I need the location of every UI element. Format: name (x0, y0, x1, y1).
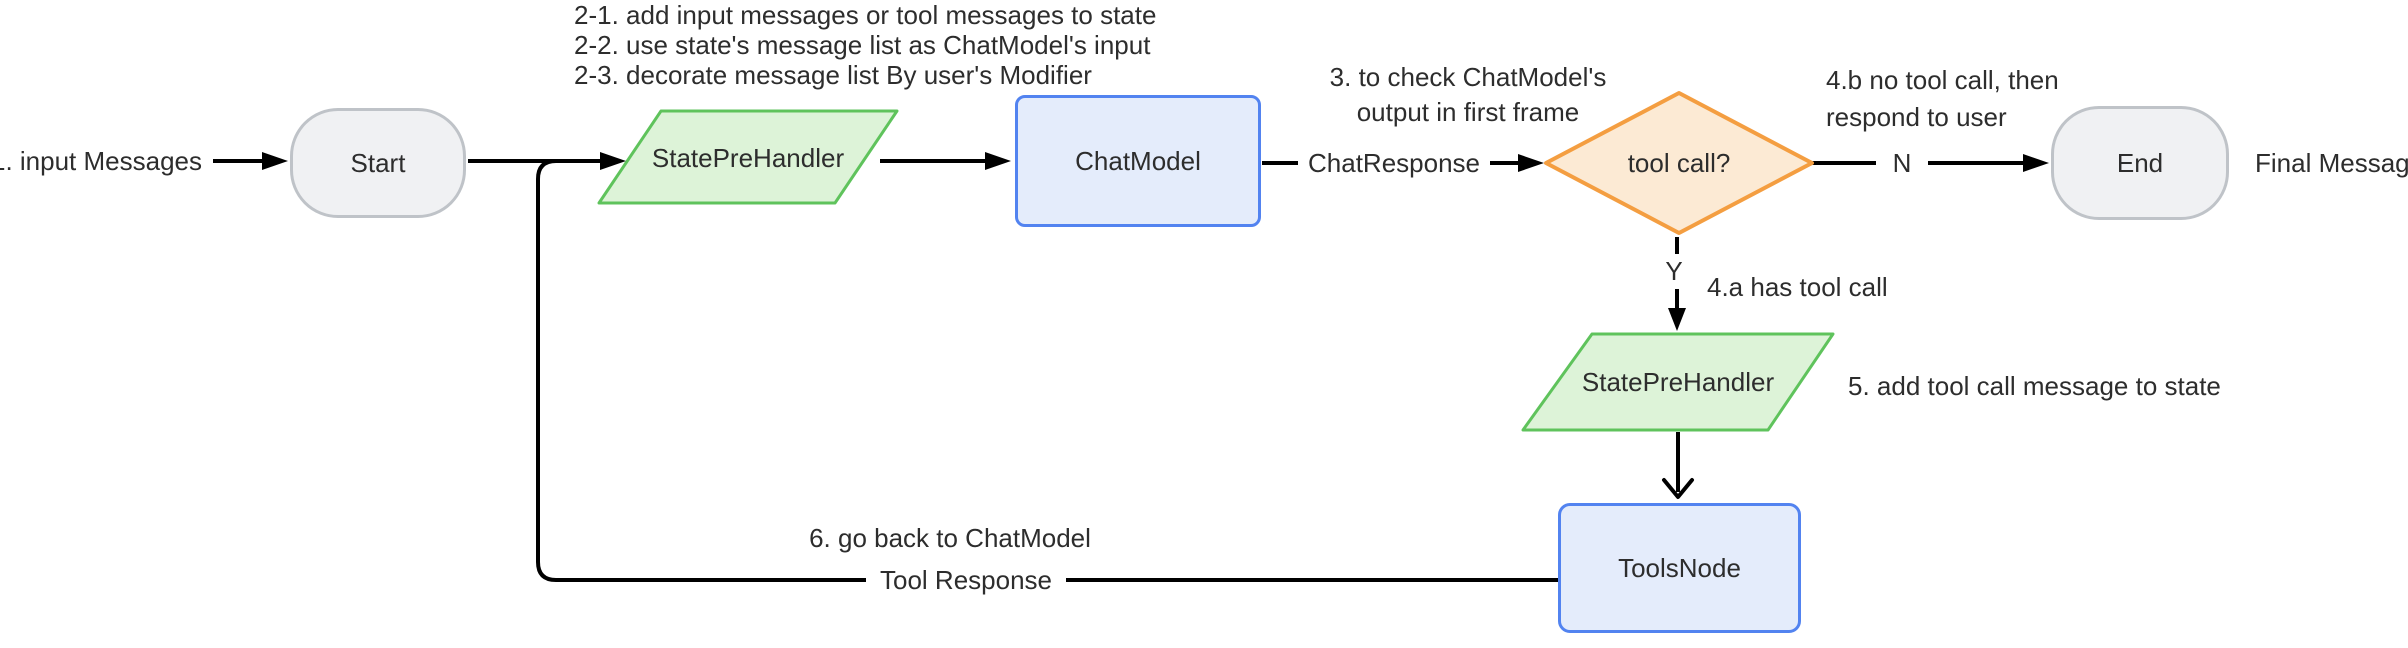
annotation-step5: 5. add tool call message to state (1848, 371, 2221, 401)
parallelogram-state-pre-handler-2 (1521, 332, 1835, 432)
annotation-step2-line2: 2-2. use state's message list as ChatMod… (574, 30, 1151, 60)
arrowhead-sph2 (1668, 308, 1686, 331)
arrowhead-decision (1518, 154, 1544, 172)
annotation-step3: 3. to check ChatModel's output in first … (1330, 60, 1607, 130)
diamond-tool-call-decision (1544, 91, 1814, 235)
annotation-step2: 2-1. add input messages or tool messages… (574, 0, 1156, 90)
arrowhead-end (2023, 154, 2049, 172)
annotation-step4b-line2: respond to user (1826, 102, 2007, 132)
arrowhead-start (262, 152, 288, 170)
node-state-pre-handler-1-label: StatePreHandler (651, 143, 845, 173)
node-end: End (2051, 106, 2229, 220)
edge-label-tool-response: Tool Response (866, 565, 1066, 595)
edge-label-input-messages: 1. input Messages (0, 146, 202, 176)
node-decision-label: tool call? (1627, 148, 1731, 178)
arrowhead-chevron-toolsnode (1662, 478, 1694, 499)
annotation-step4a: 4.a has tool call (1707, 272, 1888, 302)
node-tools-node-label: ToolsNode (1618, 552, 1741, 583)
edge-label-chat-response: ChatResponse (1308, 148, 1480, 178)
edge-label-n: N (1892, 148, 1912, 178)
annotation-step6: 6. go back to ChatModel (809, 523, 1091, 553)
edge-feedback-left-up (536, 159, 870, 582)
node-chat-model: ChatModel (1015, 95, 1261, 227)
parallelogram-state-pre-handler-1 (597, 109, 899, 205)
node-start: Start (290, 108, 466, 218)
node-end-label: End (2116, 147, 2164, 178)
edge-label-final-message: Final Message (2255, 148, 2408, 178)
arrowhead-chatmodel (985, 152, 1011, 170)
arrowhead-sph1 (600, 152, 626, 170)
annotation-step4b-line1: 4.b no tool call, then (1826, 65, 2059, 95)
annotation-step4b: 4.b no tool call, then respond to user (1826, 62, 2059, 136)
annotation-step2-line1: 2-1. add input messages or tool messages… (574, 0, 1157, 30)
node-start-label: Start (350, 147, 406, 178)
annotation-step3-line2: output in first frame (1356, 97, 1580, 127)
node-state-pre-handler-2-label: StatePreHandler (1581, 367, 1775, 397)
node-tools-node: ToolsNode (1558, 503, 1801, 633)
annotation-step3-line1: 3. to check ChatModel's (1329, 62, 1607, 92)
node-chat-model-label: ChatModel (1075, 145, 1201, 176)
annotation-step2-line3: 2-3. decorate message list By user's Mod… (574, 60, 1092, 90)
edge-label-y: Y (1665, 256, 1683, 286)
